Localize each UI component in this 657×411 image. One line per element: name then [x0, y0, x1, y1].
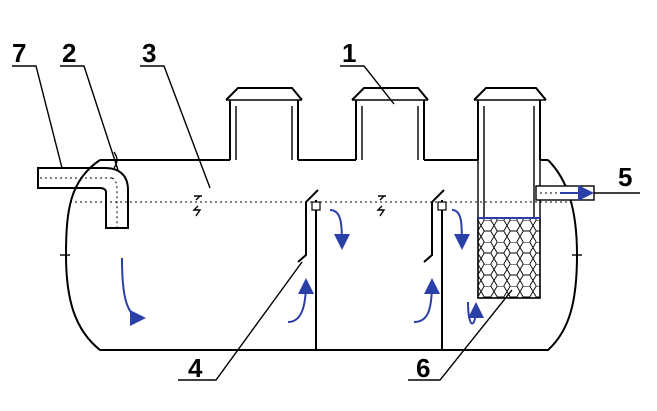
flow-arrows	[121, 185, 594, 326]
leader-lines	[12, 65, 640, 381]
flow-arrow-chamber3-down	[451, 209, 470, 250]
label-2: 2	[62, 38, 76, 68]
label-6: 6	[416, 353, 430, 383]
partition-wall-2	[423, 189, 447, 350]
label-7: 7	[12, 38, 26, 68]
flow-arrow-chamber2-down	[329, 209, 350, 250]
water-level-marker-1	[192, 195, 202, 217]
label-1: 1	[342, 38, 356, 68]
flow-arrow-chamber1-up	[287, 278, 314, 323]
label-5: 5	[618, 162, 632, 192]
flow-arrow-filter-up	[467, 301, 484, 325]
label-3: 3	[142, 38, 156, 68]
partition-wall-1	[297, 189, 321, 350]
manhole-1	[225, 87, 303, 160]
inlet-pipe	[37, 151, 129, 229]
biofilter	[477, 217, 541, 299]
tank-body	[60, 159, 582, 351]
manhole-3	[473, 87, 547, 218]
water-level-marker-2	[376, 195, 386, 217]
flow-arrow-inlet-down	[121, 257, 146, 326]
label-4: 4	[188, 353, 203, 383]
flow-arrow-chamber2-up	[413, 278, 440, 323]
